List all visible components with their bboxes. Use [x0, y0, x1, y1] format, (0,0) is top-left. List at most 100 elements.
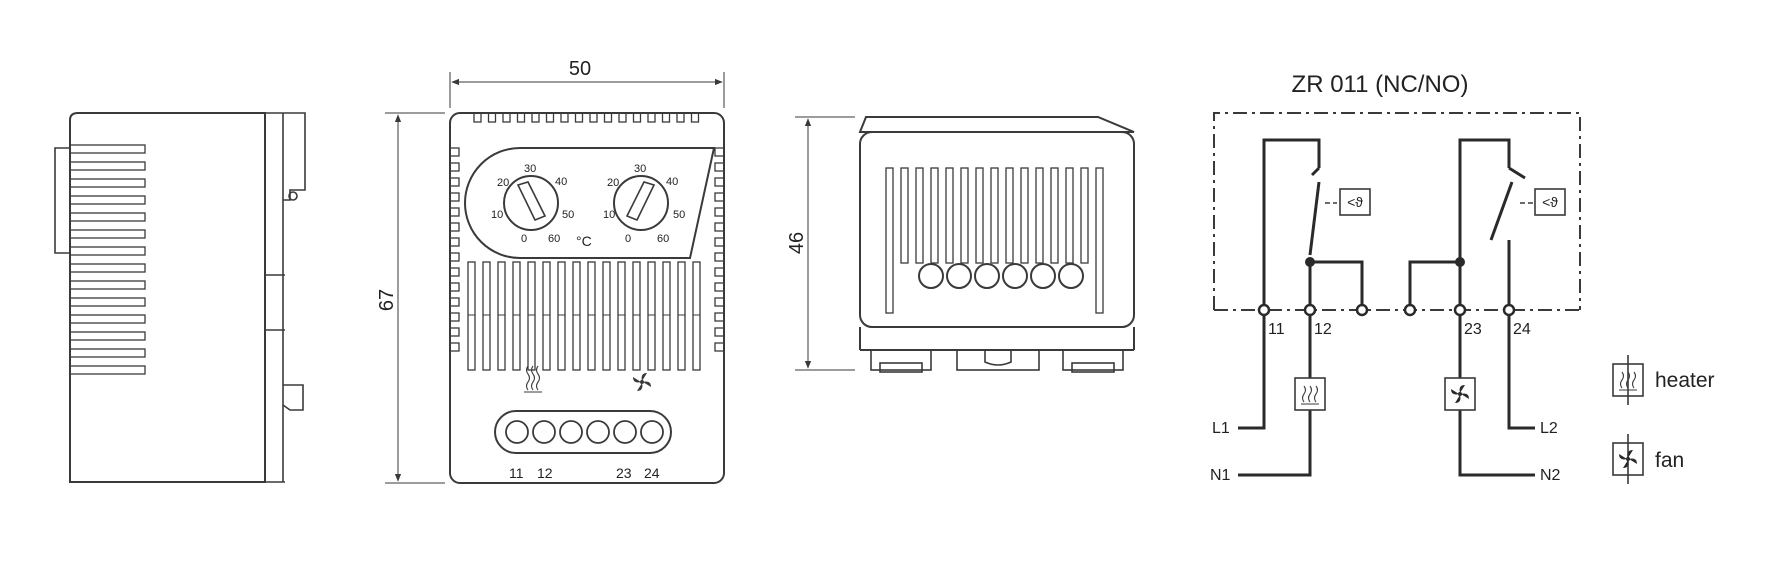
vent-tooth — [449, 342, 460, 352]
vent-slot — [975, 167, 984, 264]
vent-tooth — [714, 327, 725, 337]
heater-icon — [524, 365, 542, 393]
side-slot — [69, 178, 146, 188]
vent-tooth — [714, 282, 725, 292]
vent-slot — [945, 167, 954, 264]
vent-tooth — [676, 112, 685, 123]
vent-tooth — [714, 222, 725, 232]
terminal-hole — [640, 420, 664, 444]
vent-slot — [632, 261, 641, 371]
dial-right[interactable] — [613, 175, 669, 231]
heater-load-icon — [1294, 377, 1326, 411]
vent-slot — [930, 167, 939, 264]
terminal-hole — [586, 420, 610, 444]
vent-tooth — [449, 297, 460, 307]
legend: heater fan — [1612, 355, 1715, 484]
vent-tooth — [502, 112, 511, 123]
vent-slot — [1005, 167, 1014, 264]
terminal-hole — [1002, 263, 1028, 289]
vent-slot — [960, 167, 969, 264]
vent-tooth — [714, 177, 725, 187]
vent-tooth — [661, 112, 671, 123]
side-vent-slots — [69, 144, 146, 375]
vent-tooth — [449, 327, 460, 337]
vent-tooth — [449, 222, 460, 232]
dial-left-scale-0: 0 — [521, 233, 527, 245]
vent-tooth — [714, 267, 725, 277]
vent-tooth — [589, 112, 598, 123]
schematic-title: ZR 011 (NC/NO) — [1292, 71, 1469, 98]
front-terminal-11: 11 — [509, 465, 524, 481]
dial-left-scale-30: 30 — [524, 163, 536, 175]
vent-slot — [1080, 167, 1089, 264]
legend-fan-label: fan — [1655, 449, 1684, 472]
schematic-terminal-23: 23 — [1464, 321, 1482, 338]
side-slot — [69, 314, 146, 324]
vent-slot — [497, 261, 506, 371]
thermostat-right-symbol — [1534, 188, 1566, 216]
vent-slot — [692, 261, 701, 371]
side-slot — [69, 263, 146, 273]
dial-right-scale-10: 10 — [603, 209, 615, 221]
vent-tooth — [714, 237, 725, 247]
vent-tooth — [714, 297, 725, 307]
vent-slot — [885, 167, 894, 314]
vent-tooth — [487, 112, 497, 123]
side-slot — [69, 348, 146, 358]
wiring-schematic: ZR 011 (NC/NO) <ϑ <ϑ 11 — [1210, 71, 1581, 484]
dial-right-scale-0: 0 — [625, 233, 631, 245]
top-vent-teeth — [473, 112, 700, 123]
top-view: 46 — [786, 116, 1135, 373]
dial-left-scale: 0 10 20 30 40 50 60 — [491, 163, 574, 245]
fan-load-icon — [1444, 377, 1476, 411]
vent-slot — [557, 261, 566, 371]
depth-dimension-label: 46 — [786, 232, 808, 254]
vent-slot — [915, 167, 924, 264]
dial-left[interactable] — [503, 175, 559, 231]
front-terminal-24: 24 — [644, 465, 660, 481]
top-terminal-holes — [918, 263, 1084, 289]
vent-slot — [900, 167, 909, 264]
side-slot — [69, 144, 146, 154]
vent-slot — [587, 261, 596, 371]
legend-heater-icon — [1612, 355, 1644, 405]
vent-slot — [1095, 167, 1104, 314]
vent-tooth — [714, 312, 725, 322]
front-terminal-23: 23 — [616, 465, 632, 481]
dial-right-scale-30: 30 — [634, 163, 646, 175]
side-slot — [69, 365, 146, 375]
vent-slot — [1050, 167, 1059, 264]
celsius-unit-label: °C — [576, 233, 592, 249]
vent-slot — [482, 261, 491, 371]
side-slot — [69, 331, 146, 341]
dial-right-scale-50: 50 — [673, 209, 685, 221]
side-slot — [69, 297, 146, 307]
line-n2-label: N2 — [1540, 467, 1561, 484]
vent-tooth — [714, 207, 725, 217]
vent-tooth — [449, 282, 460, 292]
width-dimension-label: 50 — [569, 58, 591, 80]
dial-right-scale-20: 20 — [607, 177, 619, 189]
fan-icon — [633, 373, 651, 391]
side-view — [54, 112, 306, 483]
dial-right-scale-40: 40 — [666, 176, 678, 188]
vent-tooth — [449, 162, 460, 172]
front-view: 0 10 20 30 40 50 60 0 10 20 30 40 50 60 … — [376, 58, 725, 484]
vent-tooth — [574, 112, 584, 123]
vent-slot — [677, 261, 686, 371]
dial-left-scale-40: 40 — [555, 176, 567, 188]
vent-tooth — [714, 192, 725, 202]
terminal-hole — [559, 420, 583, 444]
terminal-hole — [918, 263, 944, 289]
terminal-hole — [505, 420, 529, 444]
front-terminal-12: 12 — [537, 465, 553, 481]
dial-left-scale-50: 50 — [562, 209, 574, 221]
vent-tooth — [714, 252, 725, 262]
terminal-hole — [532, 420, 556, 444]
schematic-terminal-12: 12 — [1314, 321, 1332, 338]
front-vent-slots — [467, 261, 701, 371]
vent-tooth — [714, 342, 725, 352]
vent-slot — [527, 261, 536, 371]
vent-tooth — [516, 112, 526, 123]
